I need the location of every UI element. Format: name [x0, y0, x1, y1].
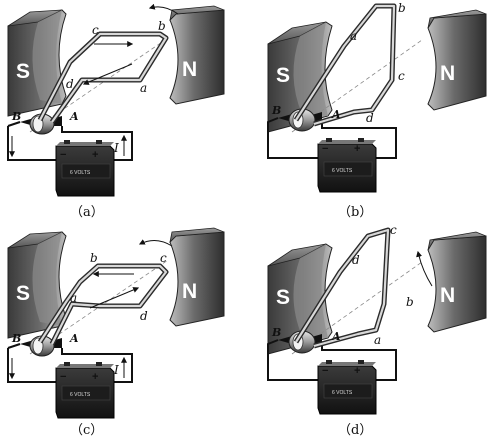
terminal-a: A: [69, 110, 79, 123]
terminal-a: A: [331, 108, 341, 121]
coil-label-c: c: [92, 23, 99, 37]
coil-label-d: d: [352, 253, 360, 267]
panel-d: S N c d b a B A − + 6 VOLTS （d）: [267, 223, 487, 438]
battery-negative: −: [60, 371, 66, 383]
battery-negative: −: [60, 149, 66, 161]
current-label: I: [113, 363, 119, 377]
battery-label: 6 VOLTS: [70, 170, 91, 176]
coil-label-a: a: [70, 291, 77, 305]
terminal-b: B: [11, 110, 21, 123]
coil-label-a: a: [140, 81, 147, 95]
force-arrow-bottom: [82, 63, 133, 85]
caption-c: （c）: [70, 423, 103, 438]
battery-label: 6 VOLTS: [70, 392, 91, 398]
rotation-arrow-icon: [416, 250, 433, 287]
pole-s: S: [16, 60, 30, 83]
panel-b: S N b a c d B A − + 6 VOLTS （b）: [267, 1, 487, 220]
caption-d: （d）: [338, 423, 372, 438]
pole-n: N: [182, 280, 197, 303]
battery-negative: −: [322, 365, 328, 377]
pole-s: S: [276, 64, 290, 87]
pole-s: S: [16, 282, 30, 305]
battery-label: 6 VOLTS: [332, 168, 353, 174]
rotation-arrow-icon: [148, 3, 179, 15]
panel-a: S N c b d a B A − + I 6 VOLTS （a）: [7, 3, 225, 220]
battery-negative: −: [322, 143, 328, 155]
coil-label-c: c: [398, 69, 405, 83]
coil-label-b: b: [90, 251, 98, 265]
pole-n: N: [440, 284, 455, 307]
terminal-b: B: [271, 104, 281, 117]
panel-c: S N b c a d B A − + I 6 VOLTS （c）: [7, 227, 225, 438]
coil-label-a: a: [374, 333, 381, 347]
coil-label-d: d: [140, 309, 148, 323]
force-arrow-bottom: [89, 287, 140, 309]
pole-n: N: [440, 62, 455, 85]
pole-n: N: [182, 58, 197, 81]
current-label: I: [113, 141, 119, 155]
coil-label-b: b: [158, 19, 166, 33]
terminal-b: B: [11, 332, 21, 345]
battery-positive: +: [92, 149, 98, 161]
terminal-b: B: [271, 326, 281, 339]
terminal-a: A: [69, 332, 79, 345]
coil-label-c: c: [160, 251, 167, 265]
coil-label-b: b: [398, 1, 406, 15]
battery-label: 6 VOLTS: [332, 390, 353, 396]
battery-positive: +: [92, 371, 98, 383]
coil-label-a: a: [350, 29, 357, 43]
coil-label-d: d: [366, 111, 374, 125]
battery-positive: +: [354, 365, 360, 377]
battery-positive: +: [354, 143, 360, 155]
pole-s: S: [276, 286, 290, 309]
coil-label-c: c: [390, 223, 397, 237]
coil-label-d: d: [66, 77, 74, 91]
rotation-arrow-icon: [138, 239, 173, 247]
caption-a: （a）: [70, 205, 104, 220]
coil-label-b: b: [406, 295, 414, 309]
caption-b: （b）: [338, 205, 372, 220]
terminal-a: A: [331, 330, 341, 343]
